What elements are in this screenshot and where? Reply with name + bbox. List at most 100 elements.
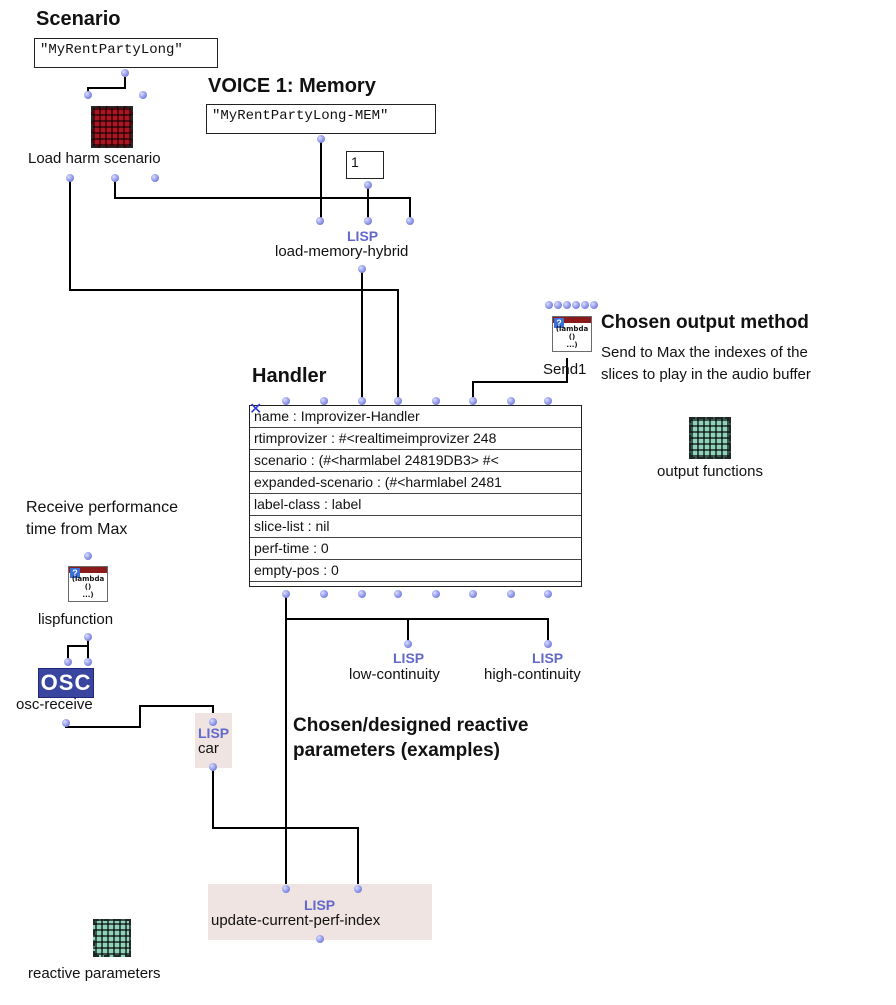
- wire-scenario-to-load-harm: [87, 77, 126, 96]
- high-continuity-lisp-icon: LISP: [532, 650, 564, 666]
- handler-slot-name[interactable]: name : Improvizer-Handler: [250, 406, 581, 428]
- output-desc-line-1: Send to Max the indexes of the: [601, 344, 808, 361]
- wire-load-harm-to-handler: [69, 178, 399, 401]
- load-harm-outlet-1[interactable]: [66, 174, 74, 182]
- high-continuity-inlet[interactable]: [544, 640, 552, 648]
- handler-inlet-4[interactable]: [394, 397, 402, 405]
- handler-slot-scenario[interactable]: scenario : (#<harmlabel 24819DB3> #<: [250, 450, 581, 472]
- handler-inlet-3[interactable]: [358, 397, 366, 405]
- load-harm-outlet-2[interactable]: [111, 174, 119, 182]
- car-lisp-icon: LISP: [198, 725, 230, 741]
- high-continuity-label[interactable]: high-continuity: [484, 666, 581, 683]
- load-harm-inlet-2[interactable]: [139, 91, 147, 99]
- update-perf-index-box[interactable]: [208, 884, 432, 940]
- scenario-string-box[interactable]: "MyRentPartyLong": [34, 38, 218, 68]
- load-memory-inlet-3[interactable]: [406, 217, 414, 225]
- osc-inlet-1[interactable]: [64, 658, 72, 666]
- low-continuity-inlet[interactable]: [404, 640, 412, 648]
- osc-inlet-2[interactable]: [84, 658, 92, 666]
- osc-receive-icon[interactable]: OSC: [38, 668, 94, 698]
- reactive-heading: Chosen/designed reactive parameters (exa…: [293, 715, 529, 761]
- handler-outlet-1[interactable]: [282, 590, 290, 598]
- load-memory-inlet-1[interactable]: [316, 217, 324, 225]
- voice-memory-heading: VOICE 1: Memory: [208, 75, 376, 97]
- help-icon: ?: [554, 318, 564, 328]
- load-harm-scenario-label: Load harm scenario: [28, 150, 161, 167]
- close-icon[interactable]: ✕: [249, 401, 263, 418]
- send1-inlet-5[interactable]: [581, 301, 589, 309]
- lambda-text: (lambda () ...): [71, 575, 105, 599]
- handler-outlet-2[interactable]: [320, 590, 328, 598]
- load-memory-outlet[interactable]: [358, 265, 366, 273]
- scenario-outlet[interactable]: [121, 69, 129, 77]
- low-continuity-lisp-icon: LISP: [393, 650, 425, 666]
- lispfunction-outlet[interactable]: [84, 633, 92, 641]
- handler-slot-label-class[interactable]: label-class : label: [250, 494, 581, 516]
- send1-label: Send1: [543, 361, 587, 378]
- handler-slot-expanded-scenario[interactable]: expanded-scenario : (#<harmlabel 2481: [250, 472, 581, 494]
- send1-inlet-6[interactable]: [590, 301, 598, 309]
- wire-car-to-update: [212, 767, 359, 888]
- load-harm-scenario-icon[interactable]: [91, 106, 133, 148]
- handler-outlet-8[interactable]: [544, 590, 552, 598]
- handler-slot-slice-list[interactable]: slice-list : nil: [250, 516, 581, 538]
- lispfunction-label: lispfunction: [38, 611, 114, 628]
- handler-outlet-7[interactable]: [507, 590, 515, 598]
- car-label: car: [198, 740, 219, 757]
- output-functions-label: output functions: [657, 463, 763, 480]
- lispfunction-inlet[interactable]: [84, 552, 92, 560]
- handler-object-box[interactable]: name : Improvizer-Handler rtimprovizer :…: [249, 405, 582, 587]
- memory-string-box[interactable]: "MyRentPartyLong-MEM": [206, 104, 436, 134]
- osc-outlet[interactable]: [62, 719, 70, 727]
- handler-inlet-2[interactable]: [320, 397, 328, 405]
- handler-outlet-4[interactable]: [394, 590, 402, 598]
- handler-inlet-1[interactable]: [282, 397, 290, 405]
- scenario-heading: Scenario: [36, 8, 121, 30]
- handler-outlet-5[interactable]: [432, 590, 440, 598]
- handler-slot-perf-time[interactable]: perf-time : 0: [250, 538, 581, 560]
- send1-inlet-2[interactable]: [554, 301, 562, 309]
- load-harm-inlet-1[interactable]: [84, 91, 92, 99]
- receive-note-line-1: Receive performance: [26, 499, 179, 516]
- load-harm-outlet-3[interactable]: [151, 174, 159, 182]
- number-box[interactable]: 1: [346, 151, 384, 179]
- handler-inlet-6[interactable]: [469, 397, 477, 405]
- low-continuity-label[interactable]: low-continuity: [349, 666, 440, 683]
- update-inlet-2[interactable]: [354, 885, 362, 893]
- wire-handler-to-low-continuity: [285, 595, 409, 644]
- wire-handler-to-high-continuity: [286, 618, 549, 644]
- lambda-title-bar: [69, 567, 107, 573]
- handler-heading: Handler: [252, 365, 327, 387]
- update-outlet[interactable]: [316, 935, 324, 943]
- send1-lambda-icon[interactable]: ? (lambda () ...): [552, 316, 592, 352]
- reactive-parameters-label: reactive parameters: [28, 965, 161, 982]
- lambda-text: (lambda () ...): [555, 325, 589, 349]
- reactive-parameters-icon[interactable]: [93, 919, 131, 957]
- send1-inlet-4[interactable]: [572, 301, 580, 309]
- handler-slot-rtimprovizer[interactable]: rtimprovizer : #<realtimeimprovizer 248: [250, 428, 581, 450]
- send1-inlet-1[interactable]: [545, 301, 553, 309]
- help-icon: ?: [70, 568, 80, 578]
- handler-slot-empty-pos[interactable]: empty-pos : 0: [250, 560, 581, 582]
- memory-outlet[interactable]: [317, 135, 325, 143]
- car-outlet[interactable]: [209, 763, 217, 771]
- lispfunction-lambda-icon[interactable]: ? (lambda () ...): [68, 566, 108, 602]
- reactive-heading-line: Chosen/designed reactive parameters (exa…: [293, 713, 603, 763]
- update-inlet-1[interactable]: [282, 885, 290, 893]
- handler-inlet-5[interactable]: [432, 397, 440, 405]
- handler-inlet-7[interactable]: [507, 397, 515, 405]
- lambda-title-bar: [553, 317, 591, 323]
- handler-inlet-8[interactable]: [544, 397, 552, 405]
- load-memory-inlet-2[interactable]: [364, 217, 372, 225]
- car-inlet[interactable]: [209, 718, 217, 726]
- update-lisp-icon: LISP: [304, 897, 336, 913]
- load-memory-hybrid-label[interactable]: load-memory-hybrid: [275, 243, 409, 260]
- output-desc-line-2: slices to play in the audio buffer: [601, 366, 811, 383]
- output-method-heading: Chosen output method: [601, 312, 809, 333]
- handler-outlet-3[interactable]: [358, 590, 366, 598]
- handler-outlet-6[interactable]: [469, 590, 477, 598]
- send1-inlet-3[interactable]: [563, 301, 571, 309]
- output-functions-icon[interactable]: [689, 417, 731, 459]
- number-outlet[interactable]: [364, 181, 372, 189]
